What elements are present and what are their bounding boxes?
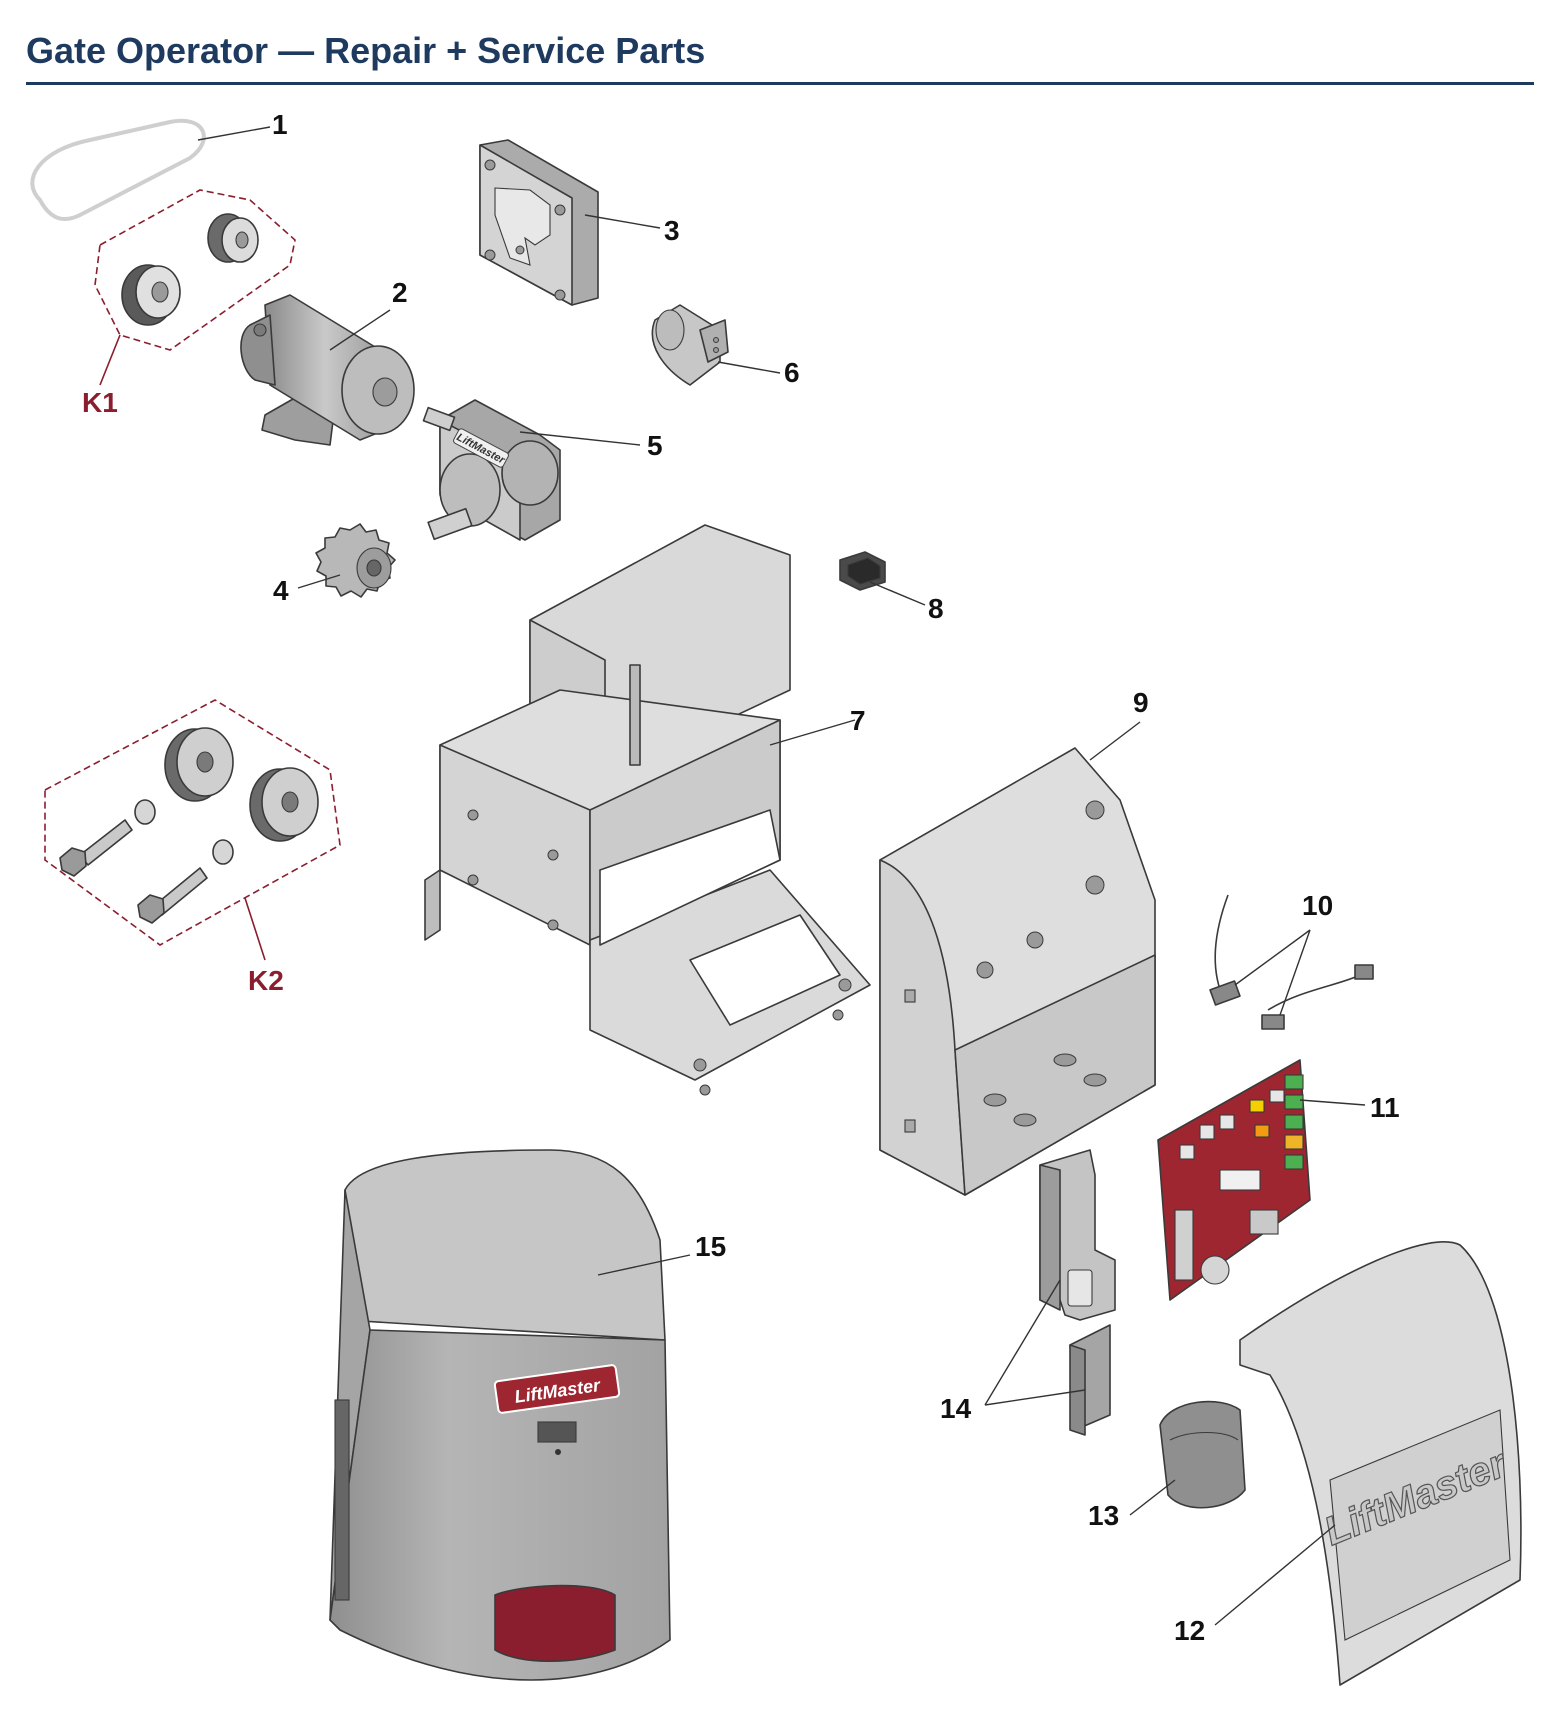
callout-4: 4	[273, 575, 289, 606]
callout-14: 14	[940, 1393, 972, 1424]
leader-lines	[99, 126, 1366, 1626]
gearbox[interactable]: LiftMaster	[422, 399, 561, 541]
roller-upper	[164, 727, 234, 802]
control-box[interactable]	[879, 747, 1156, 1196]
callout-2: 2	[392, 277, 408, 308]
belt[interactable]	[30, 118, 206, 221]
callout-11: 11	[1370, 1092, 1400, 1123]
bolt-lower	[137, 867, 208, 924]
capacitor[interactable]	[651, 304, 729, 386]
chassis[interactable]	[424, 524, 871, 1096]
callout-7: 7	[850, 705, 866, 736]
page-title: Gate Operator — Repair + Service Parts	[26, 30, 706, 71]
pulley-small	[207, 213, 259, 263]
kit-label-k2: K2	[248, 965, 284, 996]
pulley-large	[121, 264, 181, 326]
kit-k1-pulleys[interactable]	[94, 189, 296, 351]
kit-label-k1: K1	[82, 387, 118, 418]
callout-12: 12	[1174, 1615, 1205, 1646]
callout-1: 1	[272, 109, 288, 140]
callout-6: 6	[784, 357, 800, 388]
callout-5: 5	[647, 430, 663, 461]
operator-cover[interactable]: LiftMaster	[329, 1149, 671, 1681]
plate[interactable]	[479, 139, 599, 306]
callout-10: 10	[1302, 890, 1333, 921]
roller-lower	[249, 767, 319, 842]
kit-k2-rollers[interactable]	[44, 699, 341, 946]
transformer[interactable]	[1159, 1400, 1246, 1509]
callout-labels: 1 2 3 4 5 6 7 8 9 10 11 12 13 14 15 K1 K…	[82, 109, 1400, 1646]
callout-8: 8	[928, 593, 944, 624]
cables[interactable]	[1209, 894, 1374, 1030]
callout-13: 13	[1088, 1500, 1119, 1531]
outlet-bracket[interactable]	[1039, 1149, 1116, 1436]
callout-15: 15	[695, 1231, 726, 1262]
title-rule	[26, 82, 1534, 85]
control-board[interactable]	[1157, 1059, 1311, 1301]
board-terminals	[1174, 1074, 1304, 1285]
callout-9: 9	[1133, 687, 1149, 718]
motor[interactable]	[240, 294, 415, 446]
rocker-switch[interactable]	[839, 551, 886, 591]
callout-3: 3	[664, 215, 680, 246]
control-box-cover[interactable]: LiftMaster	[1239, 1241, 1522, 1686]
bolt-upper	[59, 819, 133, 877]
sprocket[interactable]	[315, 523, 396, 598]
